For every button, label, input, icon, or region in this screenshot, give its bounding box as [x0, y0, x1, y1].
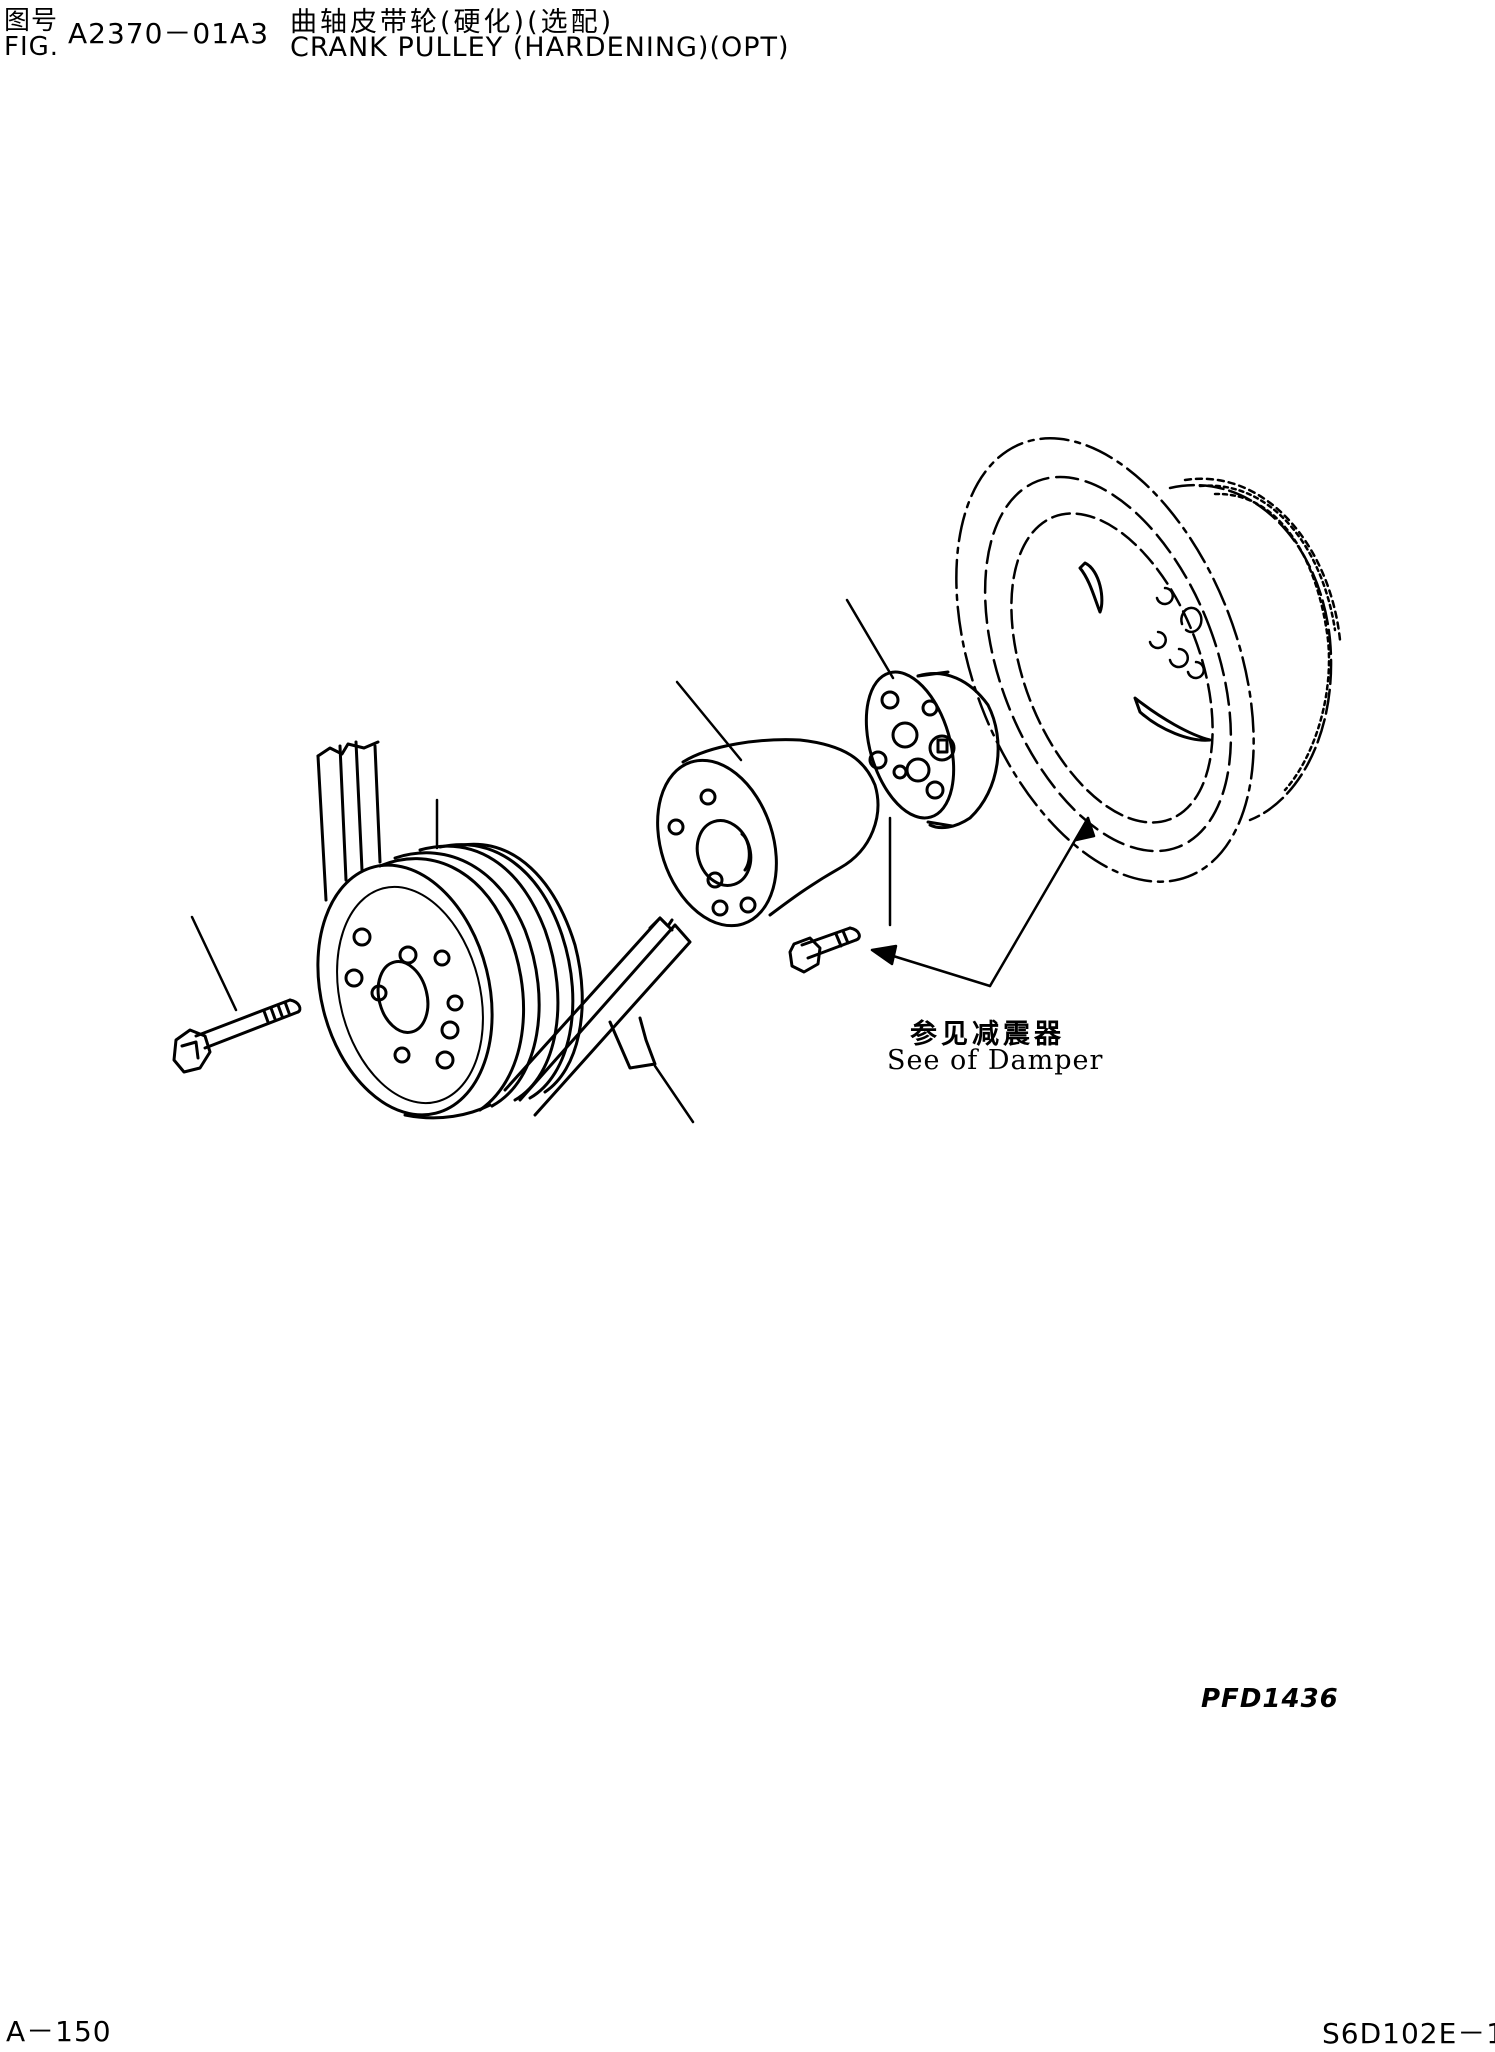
- damper-outline: [955, 437, 1342, 883]
- drawing-reference-code: PFD1436: [1201, 1684, 1339, 1714]
- figure-number: A2370－01A3: [68, 17, 270, 50]
- title-cn: 曲轴皮带轮(硬化)(选配): [290, 7, 615, 38]
- figure-label-en: FIG.: [4, 32, 60, 62]
- figure-label-cn: 图号: [4, 6, 59, 36]
- damper-bolt: [788, 926, 861, 974]
- callout-text-en: See of Damper: [887, 1045, 1104, 1076]
- adapter-plate: [864, 670, 1000, 830]
- mounting-bolt: [172, 998, 302, 1074]
- leader-spacer: [675, 680, 743, 762]
- callout-text-cn: 参见减震器: [910, 1019, 1065, 1050]
- spacer: [656, 738, 880, 928]
- title-en: CRANK PULLEY (HARDENING)(OPT): [290, 32, 790, 63]
- leader-mounting-bolt: [190, 915, 238, 1012]
- crank-pulley: [316, 740, 692, 1120]
- leader-belt: [653, 1064, 695, 1124]
- model-code: S6D102E－1: [1322, 2017, 1495, 2050]
- callout-arrows: [870, 816, 1096, 988]
- leader-adapter-plate: [845, 598, 895, 680]
- page-number: A－150: [6, 2015, 112, 2048]
